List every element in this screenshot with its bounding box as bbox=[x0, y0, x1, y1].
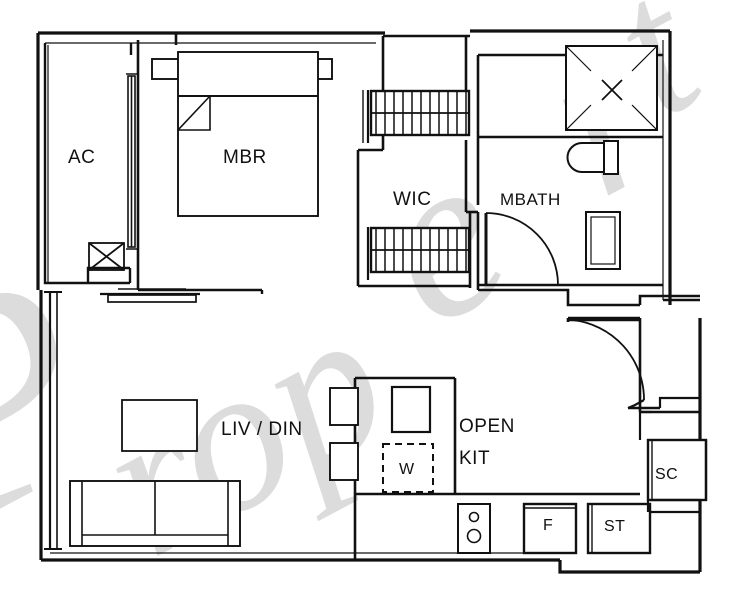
room-label-kit: KIT bbox=[459, 448, 490, 469]
room-label-wic: WIC bbox=[393, 189, 431, 210]
refrigerator-icon bbox=[522, 502, 578, 555]
room-label-open: OPEN bbox=[459, 416, 515, 437]
sofa-icon bbox=[69, 480, 241, 547]
washer-dryer-icon bbox=[382, 443, 434, 493]
entry-corridor-walls bbox=[478, 288, 700, 414]
wardrobe-rail-lower bbox=[366, 226, 471, 280]
kitchen-sink-icon bbox=[329, 387, 359, 481]
wall-detail-jogs bbox=[638, 412, 708, 514]
appliance-label-washer: W bbox=[399, 461, 415, 478]
entrance-swing-door[interactable] bbox=[568, 318, 700, 410]
appliance-label-fridge: F bbox=[543, 517, 553, 534]
exterior-walls bbox=[36, 29, 702, 574]
room-label-sc: SC bbox=[655, 466, 678, 483]
ac-sliding-window[interactable] bbox=[126, 73, 137, 250]
ac-condenser-vent-icon bbox=[88, 242, 125, 271]
double-bed-icon bbox=[151, 51, 333, 217]
sliding-glass-door[interactable] bbox=[44, 291, 62, 550]
wic-walls bbox=[358, 34, 478, 288]
mbr-sliding-door[interactable] bbox=[100, 288, 200, 303]
shower-tray-icon bbox=[565, 45, 658, 131]
room-label-ac: AC bbox=[68, 147, 95, 168]
room-label-livdin: LIV / DIN bbox=[221, 419, 303, 440]
mbath-swing-door[interactable] bbox=[484, 212, 559, 286]
room-label-mbath: MBATH bbox=[500, 190, 561, 209]
cooker-hob-icon bbox=[457, 503, 491, 554]
wash-basin-icon bbox=[585, 211, 621, 270]
counter-appliance-icon bbox=[390, 385, 432, 434]
room-label-st: ST bbox=[604, 518, 625, 535]
exterior-wall-inner-line bbox=[45, 40, 664, 554]
store-cupboard-icon bbox=[586, 502, 652, 555]
ac-ledge-walls bbox=[43, 43, 133, 285]
coffee-table-icon bbox=[121, 399, 198, 452]
service-cupboard-icon bbox=[646, 438, 708, 502]
water-closet-icon bbox=[566, 140, 619, 175]
wardrobe-rail-upper bbox=[362, 89, 471, 143]
room-label-mbr: MBR bbox=[223, 147, 267, 168]
